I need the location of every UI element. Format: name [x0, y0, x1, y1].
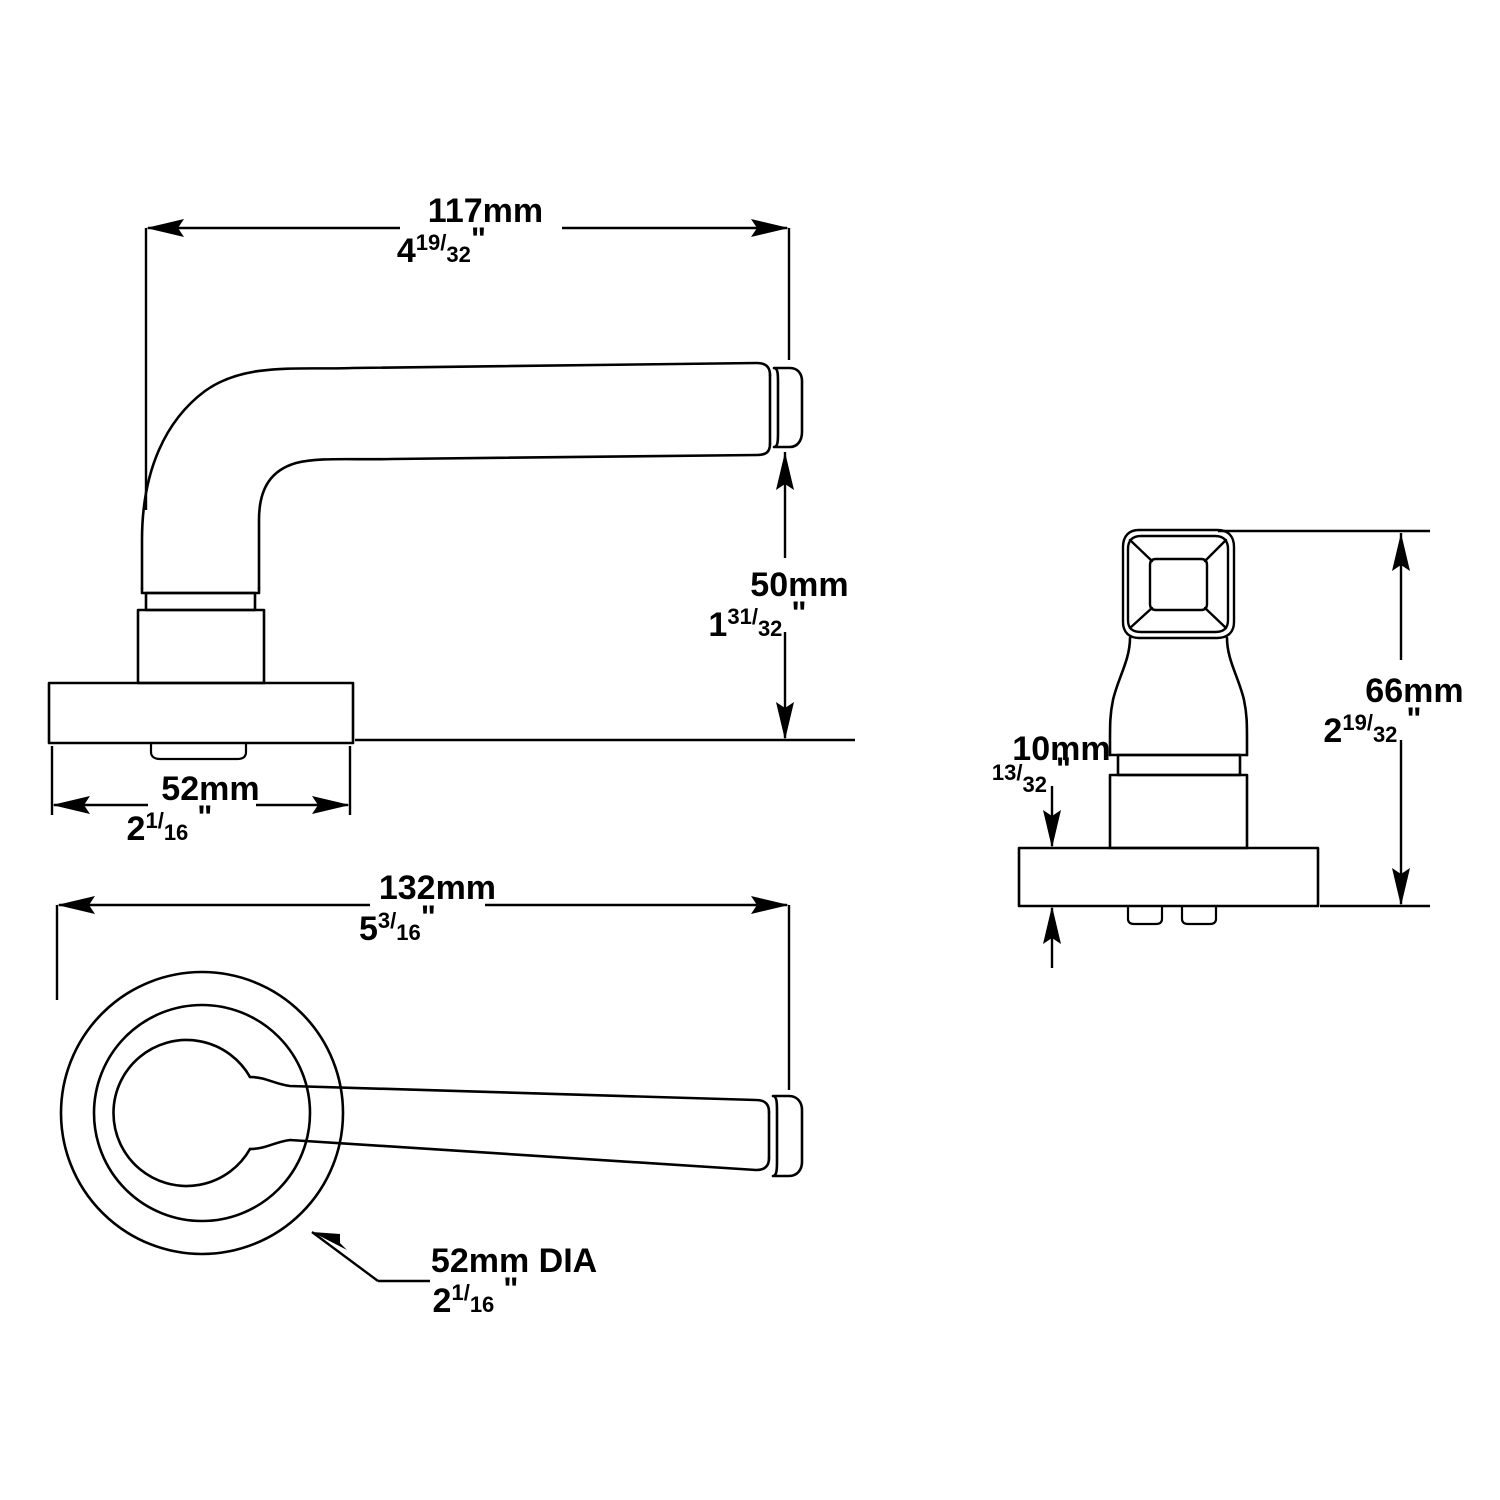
dim-10-imperial: 13/32 " — [926, 750, 1119, 798]
dimension-66mm: 66mm 219/32 " — [1218, 529, 1500, 908]
dim-52-side-numerator: 1 — [145, 808, 157, 833]
dim-50-metric-text: 50mm — [750, 566, 848, 604]
square-cap-bevel — [1126, 534, 1230, 634]
arrow-left-117 — [146, 219, 184, 237]
arrow-down-66 — [1392, 868, 1410, 906]
dim-10-metric: 10mm — [946, 730, 1158, 768]
dim-10-numerator: 13 — [992, 760, 1016, 785]
square-cap-outer — [1121, 528, 1236, 640]
dim-dia-inchmark: " — [503, 1271, 518, 1307]
arrow-right-52 — [312, 796, 350, 814]
rose-outer-circle — [59, 970, 345, 1256]
dimension-50mm: 50mm 131/32 " — [355, 452, 896, 742]
side-elevation-view — [47, 361, 804, 761]
dim-117-denominator: 32 — [446, 242, 470, 267]
dim-52-side-imperial: 21/16 " — [60, 798, 259, 848]
front-elevation-view — [1017, 528, 1320, 926]
dim-52-side-whole: 2 — [127, 810, 146, 848]
lever-arm-upper-profile — [140, 361, 772, 590]
dim-66-whole: 2 — [1323, 712, 1342, 750]
arrow-right-117 — [751, 219, 789, 237]
dim-132-denominator: 16 — [396, 920, 420, 945]
dim-66-metric: 66mm — [1299, 672, 1500, 710]
dim-52-side-denominator: 16 — [164, 820, 188, 845]
lever-tip-cap — [772, 366, 804, 449]
dimension-52mm-dia: 52mm DIA 21/16 " — [311, 1231, 643, 1320]
lever-arm-lower-profile — [257, 442, 772, 590]
lever-body-right-profile — [1225, 636, 1249, 757]
arrow-up-66 — [1392, 533, 1410, 571]
dim-66-imperial: 219/32 " — [1257, 700, 1468, 750]
dimension-52mm-side: 52mm 21/16 " — [50, 746, 352, 848]
dim-50-numerator: 31 — [727, 604, 751, 629]
dim-117-metric-text: 117mm — [428, 192, 543, 230]
cap-facet-diagonal-br — [1203, 606, 1228, 630]
dim-132-metric-text: 132mm — [379, 869, 496, 907]
arrow-dia — [312, 1232, 347, 1250]
dim-dia-metric: 52mm DIA — [365, 1242, 643, 1280]
dim-dia-whole: 2 — [433, 1282, 452, 1320]
dim-66-metric-text: 66mm — [1365, 672, 1463, 710]
dim-52-side-metric-text: 52mm — [161, 770, 259, 808]
rose-inner-hub-arc — [112, 1038, 252, 1188]
dim-66-numerator: 19 — [1342, 710, 1366, 735]
dim-52-side-metric: 52mm — [95, 770, 307, 808]
plan-lever-bottom-edge — [248, 1138, 771, 1172]
dim-50-metric: 50mm — [684, 566, 896, 604]
dimension-10mm: 10mm 13/32 " — [926, 730, 1158, 968]
dim-66-inchmark: " — [1406, 701, 1421, 737]
rose-plate-side — [47, 681, 355, 745]
arrow-down-50 — [776, 702, 794, 740]
dimension-117mm: 117mm 419/32" — [144, 192, 791, 510]
lever-body-left-profile — [1108, 636, 1132, 757]
dimension-132mm: 132mm 53/16" — [55, 869, 791, 1090]
square-cap-inner-face — [1148, 557, 1209, 612]
cap-facet-diagonal-bl — [1128, 606, 1154, 630]
plan-lever-tip-cap — [771, 1094, 804, 1178]
dim-117-whole: 4 — [397, 232, 416, 270]
dim-dia-denominator: 16 — [470, 1292, 494, 1317]
arrow-up-10 — [1043, 906, 1061, 944]
arrow-down-10 — [1043, 810, 1061, 848]
dim-10-metric-text: 10mm — [1012, 730, 1110, 768]
arrow-left-52 — [52, 796, 90, 814]
cap-facet-diagonal-tl — [1128, 538, 1154, 563]
dim-dia-metric-text: 52mm DIA — [431, 1242, 597, 1280]
dim-50-inchmark: " — [791, 595, 806, 631]
plan-view — [59, 970, 804, 1256]
rose-screw-post-right — [1180, 904, 1218, 926]
arrow-up-50 — [776, 452, 794, 490]
dim-132-inchmark: " — [421, 899, 436, 935]
dim-117-numerator: 19 — [416, 230, 440, 255]
rose-middle-circle — [92, 1003, 312, 1223]
dim-52-side-inchmark: " — [197, 799, 212, 835]
cap-facet-diagonal-tr — [1203, 538, 1228, 563]
dim-50-imperial: 131/32 " — [642, 594, 853, 644]
dim-10-inchmark: " — [1056, 751, 1071, 787]
dim-132-whole: 5 — [359, 910, 378, 948]
dim-dia-numerator: 1 — [451, 1280, 463, 1305]
rose-plate-front — [1017, 846, 1320, 908]
dim-117-metric: 117mm — [362, 192, 591, 230]
dim-50-denominator: 32 — [758, 616, 782, 641]
rose-screw-post-left — [1126, 904, 1164, 926]
dim-66-denominator: 32 — [1373, 722, 1397, 747]
dim-117-inchmark: " — [471, 221, 486, 257]
dim-50-whole: 1 — [708, 606, 727, 644]
dim-132-imperial: 53/16" — [293, 898, 483, 948]
dim-132-metric: 132mm — [313, 869, 544, 907]
arrow-left-132 — [57, 896, 95, 914]
leader-line-dia-diagonal — [311, 1231, 379, 1282]
dim-dia-imperial: 21/16 " — [366, 1270, 565, 1320]
rose-screw-boss — [149, 741, 248, 761]
arrow-right-132 — [751, 896, 789, 914]
dim-10-denominator: 32 — [1022, 772, 1046, 797]
plan-lever-top-edge — [248, 1075, 771, 1114]
dim-132-numerator: 3 — [378, 908, 390, 933]
dim-117-imperial: 419/32" — [331, 220, 534, 270]
